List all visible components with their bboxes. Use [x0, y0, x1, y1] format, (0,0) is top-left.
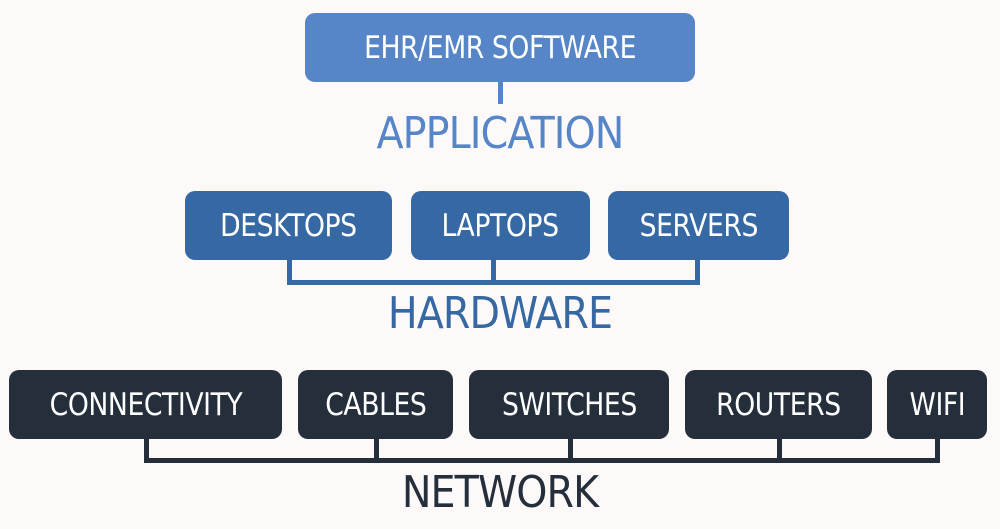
ehr-emr-software-label: EHR/EMR SOFTWARE: [364, 29, 636, 66]
wifi-box: WIFI: [887, 370, 987, 439]
routers-label: ROUTERS: [716, 386, 841, 423]
servers-label: SERVERS: [639, 207, 758, 244]
network-connector-bar: [144, 458, 940, 463]
wifi-label: WIFI: [909, 386, 965, 423]
hardware-connector-laptops: [491, 260, 496, 282]
hardware-connector-servers: [695, 260, 700, 282]
laptops-box: LAPTOPS: [411, 191, 590, 260]
network-connector-cables: [374, 439, 379, 461]
desktops-box: DESKTOPS: [185, 191, 392, 260]
connectivity-label: CONNECTIVITY: [49, 386, 242, 423]
application-layer-label: APPLICATION: [376, 108, 624, 159]
network-connector-connectivity: [144, 439, 149, 461]
laptops-label: LAPTOPS: [441, 207, 560, 244]
cables-label: CABLES: [324, 386, 427, 423]
network-layer-label: NETWORK: [401, 467, 599, 518]
switches-label: SWITCHES: [501, 386, 637, 423]
desktops-label: DESKTOPS: [220, 207, 357, 244]
network-connector-routers: [777, 439, 782, 461]
network-connector-switches: [568, 439, 573, 461]
cables-box: CABLES: [298, 370, 453, 439]
servers-box: SERVERS: [608, 191, 789, 260]
switches-box: SWITCHES: [469, 370, 669, 439]
hardware-connector-bar: [287, 280, 700, 285]
ehr-emr-software-box: EHR/EMR SOFTWARE: [305, 13, 695, 82]
application-connector: [498, 82, 503, 104]
hardware-connector-desktops: [287, 260, 292, 282]
routers-box: ROUTERS: [685, 370, 872, 439]
network-connector-wifi: [935, 439, 940, 461]
connectivity-box: CONNECTIVITY: [9, 370, 282, 439]
hardware-layer-label: HARDWARE: [387, 288, 613, 339]
